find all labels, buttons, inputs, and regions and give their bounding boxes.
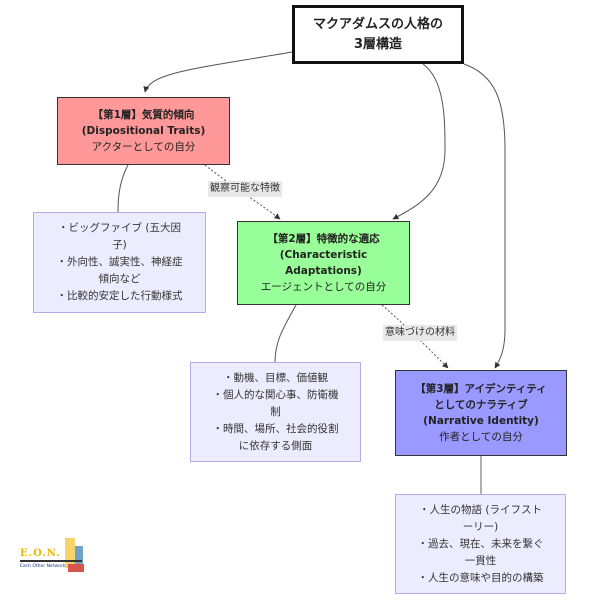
layer2-node: 【第2層】特徴的な適応 (Characteristic Adaptations)… — [237, 221, 410, 305]
detail-line: ・外向性、誠実性、神経症 — [56, 256, 183, 268]
layer1-node: 【第1層】気質的傾向 (Dispositional Traits) アクターとし… — [57, 97, 230, 165]
detail-line: ・ビッグファイブ (五大因 — [58, 222, 181, 234]
edge-label-meaning: 意味づけの材料 — [383, 325, 457, 341]
layer1-english: (Dispositional Traits) — [81, 125, 206, 137]
detail-line: に依存する側面 — [238, 439, 313, 452]
detail-line: ・人生の意味や目的の構築 — [417, 571, 544, 584]
layer2-heading: 【第2層】特徴的な適応 — [267, 233, 380, 245]
eon-logo: E.O.N. Each Other Network — [18, 538, 90, 578]
edge-title-to-layer1 — [143, 51, 293, 93]
layer1-role: アクターとしての自分 — [91, 141, 196, 153]
layer1-detail-node: ・ビッグファイブ (五大因 子) ・外向性、誠実性、神経症 傾向など ・比較的安… — [33, 212, 206, 313]
layer2-english-1: (Characteristic — [279, 249, 368, 261]
detail-line: 傾向など — [98, 273, 141, 285]
detail-line: ・比較的安定した行動様式 — [56, 290, 183, 302]
detail-line: ・動機、目標、価値観 — [223, 371, 328, 384]
title-line1: マクアダムスの人格の — [312, 16, 443, 32]
logo-blue-block — [75, 546, 83, 564]
layer1-heading: 【第1層】気質的傾向 — [92, 109, 195, 121]
edge-title-to-layer2 — [392, 63, 446, 220]
layer3-role: 作者としての自分 — [439, 431, 523, 443]
layer3-detail-node: ・人生の物語 (ライフスト ーリー) ・過去、現在、未来を繋ぐ 一貫性 ・人生の… — [395, 494, 566, 594]
detail-line: 一貫性 — [464, 554, 497, 567]
layer3-heading-1: 【第3層】アイデンティティ — [415, 383, 547, 395]
layer2-role: エージェントとしての自分 — [260, 281, 387, 293]
layer3-node: 【第3層】アイデンティティ としてのナラティブ (Narrative Ident… — [395, 370, 567, 456]
logo-divider — [20, 560, 82, 562]
layer3-english: (Narrative Identity) — [423, 415, 539, 427]
title-line2: 3層構造 — [353, 36, 403, 52]
detail-line: ・人生の物語 (ライフスト — [419, 503, 542, 516]
layer2-detail-node: ・動機、目標、価値観 ・個人的な関心事、防衛機 制 ・時間、場所、社会的役割 に… — [190, 362, 361, 462]
detail-line: ーリー) — [462, 520, 499, 533]
edge-layer1-to-layer2 — [204, 164, 281, 220]
edge-label-observable: 観察可能な特徴 — [208, 181, 282, 197]
logo-text: E.O.N. — [20, 548, 61, 559]
detail-line: 制 — [270, 405, 281, 418]
detail-line: 子) — [112, 239, 127, 251]
detail-line: ・過去、現在、未来を繋ぐ — [417, 537, 544, 550]
logo-yellow-block — [65, 538, 75, 568]
logo-red-block — [68, 564, 84, 572]
detail-line: ・個人的な関心事、防衛機 — [212, 388, 339, 401]
logo-subtitle: Each Other Network — [20, 564, 66, 569]
layer2-english-2: Adaptations) — [285, 265, 362, 277]
edge-title-to-layer3 — [463, 63, 506, 369]
title-node: マクアダムスの人格の 3層構造 — [292, 5, 464, 64]
edge-layer1-to-detail1 — [117, 164, 129, 213]
detail-line: ・時間、場所、社会的役割 — [212, 422, 339, 435]
layer3-heading-2: としてのナラティブ — [434, 399, 528, 411]
edge-layer2-to-detail2 — [274, 304, 297, 363]
